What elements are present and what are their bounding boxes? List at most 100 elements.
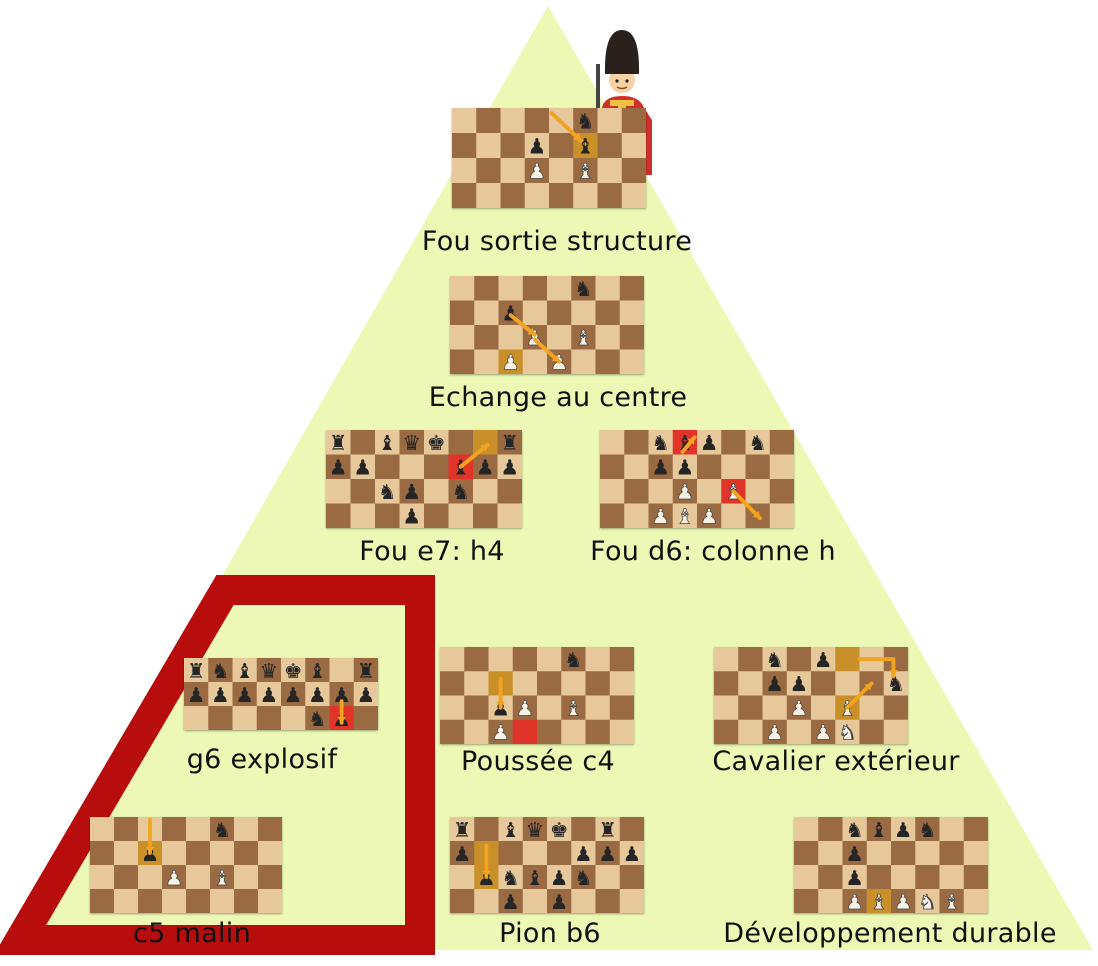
board-square — [697, 455, 722, 480]
black-p-piece-icon: ♟ — [894, 818, 912, 842]
white-p-piece-icon: ♟ — [700, 505, 718, 528]
board-square — [351, 479, 376, 504]
black-p-piece-icon: ♟ — [651, 456, 669, 480]
board-square — [114, 817, 138, 841]
board-square — [210, 841, 234, 865]
board-square — [915, 841, 940, 865]
board-square — [818, 841, 843, 865]
board-square — [375, 455, 400, 480]
black-p-piece-icon: ♟ — [550, 866, 568, 890]
board-square — [596, 301, 621, 326]
black-p-piece-icon: ♟ — [550, 890, 568, 913]
board-square — [440, 647, 465, 672]
white-b-piece-icon: ♝ — [574, 326, 592, 350]
board-square — [915, 865, 940, 889]
black-p-piece-icon: ♟ — [500, 456, 519, 480]
board-square — [835, 647, 860, 672]
board-square — [770, 455, 794, 480]
board-square — [474, 325, 499, 350]
board-square — [622, 133, 646, 159]
board-square — [234, 865, 258, 889]
board-square — [547, 325, 572, 350]
board-square — [746, 455, 771, 480]
board-square — [234, 817, 258, 841]
board-square — [258, 865, 282, 889]
white-b-piece-icon: ♝ — [564, 697, 582, 721]
board-square — [326, 479, 351, 504]
black-p-piece-icon: ♟ — [765, 672, 783, 696]
chess-diagram-fou-d6: ♞♝♟♞♟♟♟♝♟♝♟ — [600, 430, 794, 528]
board-square — [184, 706, 209, 730]
board-square — [818, 865, 843, 889]
black-p-piece-icon: ♟ — [476, 456, 495, 480]
board-square — [835, 671, 860, 696]
board-square — [586, 647, 611, 672]
board-square — [610, 696, 634, 721]
black-n-piece-icon: ♞ — [748, 431, 766, 455]
board-square — [964, 817, 988, 841]
white-p-piece-icon: ♟ — [651, 505, 669, 528]
board-square — [90, 865, 114, 889]
black-p-piece-icon: ♟ — [700, 431, 718, 455]
black-p-piece-icon: ♟ — [402, 480, 421, 504]
board-square — [549, 158, 574, 184]
board-square — [721, 430, 746, 455]
board-square — [474, 350, 499, 375]
board-square — [258, 889, 282, 913]
board-square — [498, 479, 523, 504]
board-square — [811, 671, 836, 696]
board-square — [891, 841, 916, 865]
board-square — [424, 455, 449, 480]
black-p-piece-icon: ♟ — [329, 456, 348, 480]
board-square — [464, 720, 489, 744]
white-p-piece-icon: ♟ — [491, 721, 509, 744]
black-n-piece-icon: ♞ — [651, 431, 669, 455]
board-square — [620, 325, 644, 350]
black-n-piece-icon: ♞ — [501, 866, 519, 890]
white-n-piece-icon: ♞ — [918, 890, 936, 913]
white-p-piece-icon: ♟ — [894, 890, 912, 913]
black-n-piece-icon: ♞ — [378, 480, 397, 504]
board-square — [940, 817, 965, 841]
label-cavalier: Cavalier extérieur — [712, 746, 959, 777]
board-square — [867, 865, 892, 889]
white-n-piece-icon: ♞ — [838, 721, 856, 744]
board-square — [234, 889, 258, 913]
board-square — [610, 671, 634, 696]
board-square — [449, 504, 474, 529]
board-square — [561, 720, 586, 744]
board-square — [440, 696, 465, 721]
black-b-piece-icon: ♝ — [308, 659, 326, 683]
black-b-piece-icon: ♝ — [870, 818, 888, 842]
board-square — [523, 276, 548, 301]
board-square — [573, 183, 598, 208]
black-p-piece-icon: ♟ — [235, 683, 253, 707]
board-square — [450, 325, 475, 350]
board-square — [537, 720, 562, 744]
board-square — [571, 301, 596, 326]
black-k-piece-icon: ♚ — [284, 659, 302, 683]
board-square — [258, 841, 282, 865]
black-p-piece-icon: ♟ — [676, 456, 694, 480]
black-k-piece-icon: ♚ — [427, 431, 446, 455]
board-square — [600, 504, 625, 529]
black-n-piece-icon: ♞ — [887, 672, 905, 696]
black-p-piece-icon: ♟ — [453, 842, 471, 866]
label-echange: Echange au centre — [429, 382, 688, 413]
black-p-piece-icon: ♟ — [357, 683, 375, 707]
board-square — [620, 301, 644, 326]
board-square — [400, 455, 425, 480]
label-pion-b6: Pion b6 — [499, 918, 601, 949]
board-square — [114, 841, 138, 865]
label-developpement: Développement durable — [723, 918, 1057, 949]
black-k-piece-icon: ♚ — [550, 818, 568, 842]
board-square — [610, 720, 634, 744]
board-square — [424, 479, 449, 504]
board-square — [624, 430, 649, 455]
black-p-piece-icon: ♟ — [402, 505, 421, 528]
black-r-piece-icon: ♜ — [453, 818, 471, 842]
board-square — [452, 133, 477, 159]
board-square — [501, 108, 526, 134]
board-square — [513, 647, 538, 672]
board-square — [326, 504, 351, 529]
